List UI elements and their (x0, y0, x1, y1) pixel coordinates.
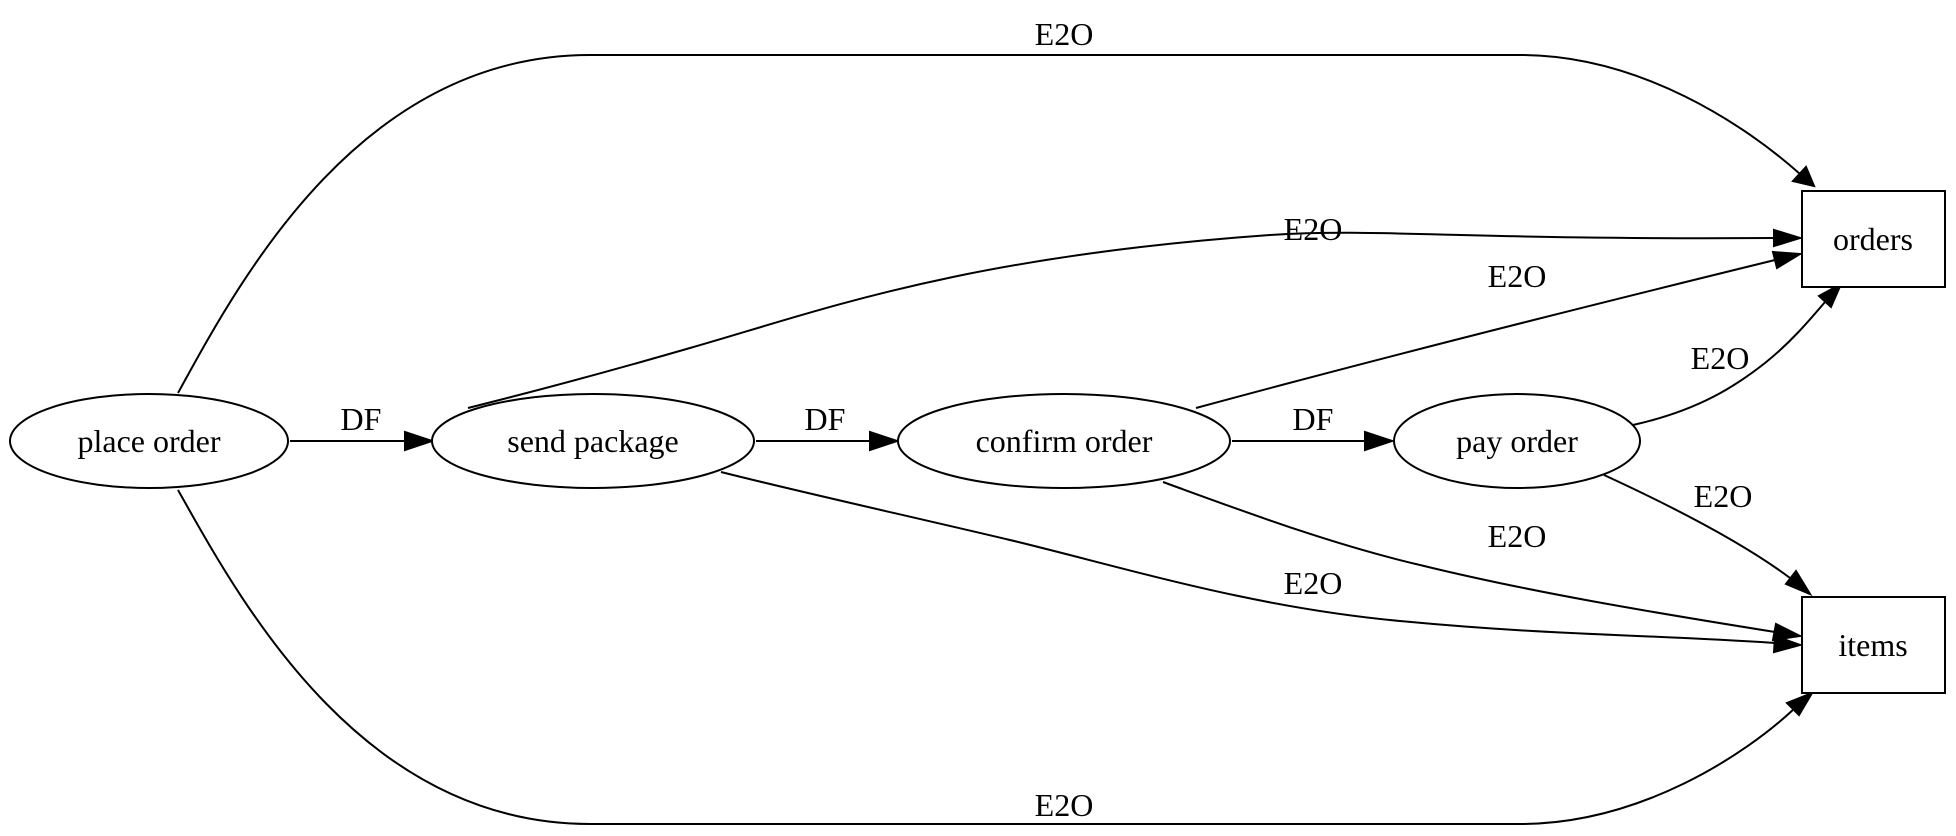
edge-place-order-items: E2O (177, 489, 1815, 825)
node-place-order[interactable]: place order (9, 393, 289, 489)
edge-confirm-order-orders: E2O (1195, 250, 1804, 409)
edge-send-package-confirm-order: DF (756, 401, 901, 452)
node-label: send package (507, 423, 678, 459)
edge-label: E2O (1488, 518, 1547, 554)
edge-label: E2O (1488, 258, 1547, 294)
node-label: place order (77, 423, 220, 459)
edge-send-package-orders: E2O (467, 211, 1804, 409)
node-label: items (1838, 627, 1907, 663)
edge-label: E2O (1284, 211, 1343, 247)
node-label: confirm order (976, 423, 1153, 459)
edge-place-order-orders: E2O (177, 16, 1816, 394)
edge-label: E2O (1035, 16, 1094, 52)
edge-pay-order-items: E2O (1603, 474, 1813, 597)
edge-confirm-order-items: E2O (1162, 481, 1804, 642)
edge-label: E2O (1284, 565, 1343, 601)
node-pay-order[interactable]: pay order (1393, 393, 1641, 489)
node-orders[interactable]: orders (1801, 190, 1946, 288)
edge-label: E2O (1035, 787, 1094, 823)
edge-label: E2O (1694, 478, 1753, 514)
node-confirm-order[interactable]: confirm order (897, 393, 1231, 489)
edge-label: DF (341, 401, 382, 437)
edge-place-order-send-package: DF (290, 401, 436, 452)
edge-confirm-order-pay-order: DF (1232, 401, 1396, 452)
node-items[interactable]: items (1801, 596, 1946, 694)
edge-label: E2O (1691, 340, 1750, 376)
node-label: orders (1833, 221, 1913, 257)
edge-send-package-items: E2O (720, 471, 1804, 654)
edge-label: DF (1293, 401, 1334, 437)
edge-label: DF (805, 401, 846, 437)
edge-pay-order-orders: E2O (1632, 281, 1844, 426)
node-label: pay order (1456, 423, 1578, 459)
node-send-package[interactable]: send package (431, 393, 755, 489)
